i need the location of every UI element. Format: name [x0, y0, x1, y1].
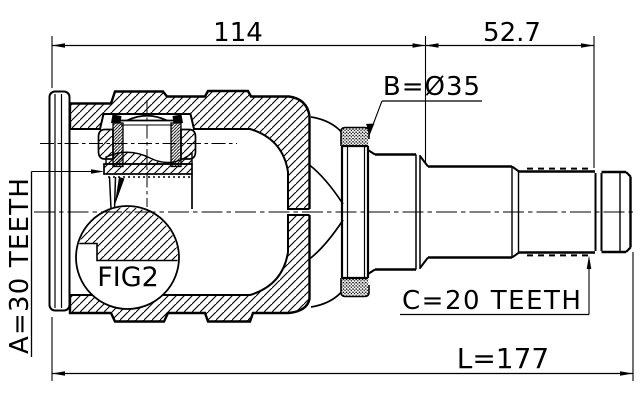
spider-hub-section — [103, 163, 193, 175]
dim-114-text: 114 — [213, 18, 263, 48]
spline-c-arrowhead — [586, 255, 592, 269]
housing-outer-profile-bottom — [68, 215, 311, 323]
label-spline-a: A=30 TEETH — [5, 169, 104, 357]
fig2-label: FIG2 — [97, 262, 159, 293]
roller-left — [97, 128, 114, 160]
chamfer-bs-top — [511, 165, 520, 173]
tripod-bearing-assembly — [97, 114, 197, 210]
boot-clamp-bottom — [340, 278, 370, 298]
arrowhead-left — [52, 371, 65, 376]
spline-a-arrowhead — [91, 169, 104, 174]
centerlines — [34, 100, 636, 213]
dimension-114: 114 — [51, 18, 427, 162]
spline-c-text: C=20 TEETH — [402, 286, 582, 316]
dim-length-text: L=177 — [457, 342, 550, 375]
boot-outer-curve-top — [310, 116, 342, 133]
tip-chamfer-bottom — [625, 246, 632, 253]
trunnion-dome-arc — [126, 114, 168, 122]
boot-retainer-rings — [48, 90, 71, 312]
section-arrow — [114, 177, 125, 206]
housing-bore-bottom — [70, 214, 310, 296]
boot-clamp-bottom-fill — [341, 278, 369, 296]
shaft-end-edge-2 — [113, 176, 117, 210]
arrowhead-left — [425, 43, 439, 48]
spline-b-leader — [371, 100, 383, 127]
spline-b-arrowhead — [366, 123, 375, 136]
arrowhead-right — [412, 43, 426, 48]
housing-bottom-wall-hatch — [70, 215, 310, 322]
boot-inner-curve-bottom — [308, 219, 344, 260]
dimension-length: L=177 — [51, 252, 634, 381]
spline-a-text: A=30 TEETH — [5, 177, 35, 354]
boot-and-flange — [308, 116, 370, 308]
tip-chamfer-top — [625, 171, 632, 178]
shaft-chamfer-a-bottom — [367, 268, 376, 275]
dimension-52-7: 52.7 — [425, 18, 595, 168]
housing — [48, 89, 311, 323]
roller-right — [180, 128, 197, 160]
housing-outer-profile-top — [68, 89, 311, 209]
chamfer-ab-bottom — [419, 256, 429, 269]
arrowhead-right — [581, 43, 594, 48]
chamfer-bs-bottom — [511, 251, 520, 259]
label-spline-b: B=Ø35 — [366, 72, 482, 136]
housing-top-wall-hatch — [70, 91, 310, 209]
arrowhead-right — [620, 371, 633, 376]
housing-bore-top — [70, 113, 310, 210]
bearing-retainer-wedge-left — [111, 114, 122, 124]
fig2-hatch-region — [77, 207, 178, 261]
boot-clamp-top-fill — [341, 128, 369, 146]
arrowhead-left — [52, 43, 65, 48]
fig2-hatch-boundary — [77, 242, 178, 262]
spider-arm-section — [105, 151, 193, 165]
shaft-end-edge-1 — [108, 176, 112, 210]
chamfer-ab-top — [419, 155, 429, 168]
spline-b-text: B=Ø35 — [383, 72, 481, 102]
label-spline-c: C=20 TEETH — [400, 255, 592, 316]
shaft-chamfer-a-top — [367, 149, 376, 156]
boot-inner-curve-top — [308, 164, 344, 205]
detail-callout-fig2: FIG2 — [75, 205, 180, 310]
dim-52-7-text: 52.7 — [483, 18, 541, 48]
bearing-retainer-wedge-right — [172, 114, 183, 124]
boot-outer-curve-bottom — [310, 291, 342, 308]
